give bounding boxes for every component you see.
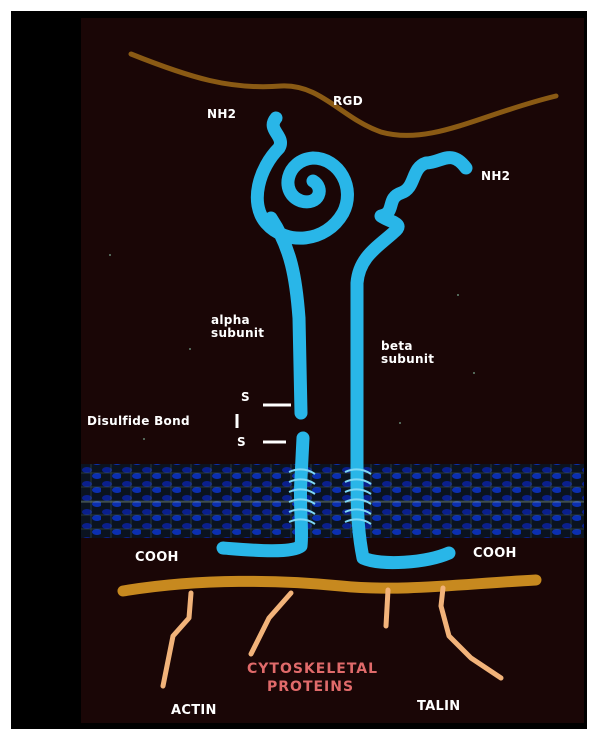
diagram-canvas: RGD NH2 NH2 alpha subunit beta subunit S… [81, 18, 584, 723]
cell-membrane [81, 464, 584, 538]
cooh-left-label: COOH [135, 551, 179, 564]
actin-label: ACTIN [171, 704, 217, 717]
beta-subunit-label: beta subunit [381, 340, 433, 366]
sulfur-top-label: S [241, 391, 250, 404]
nh2-alpha-label: NH2 [207, 108, 236, 121]
cooh-right-label: COOH [473, 547, 517, 560]
talin-label: TALIN [417, 700, 460, 713]
rgd-label: RGD [333, 95, 363, 108]
nh2-beta-label: NH2 [481, 170, 510, 183]
cytoskeletal-proteins-line2: PROTEINS [267, 679, 354, 695]
integrin-diagram [81, 18, 584, 723]
sulfur-bottom-label: S [237, 436, 246, 449]
alpha-subunit-label: alpha subunit [211, 314, 259, 340]
cytoskeletal-proteins-line1: CYTOSKELETAL [247, 661, 378, 677]
figure-frame: RGD NH2 NH2 alpha subunit beta subunit S… [11, 11, 587, 729]
disulfide-bond-label: Disulfide Bond [87, 415, 190, 428]
cytoskeleton-band [123, 580, 536, 591]
